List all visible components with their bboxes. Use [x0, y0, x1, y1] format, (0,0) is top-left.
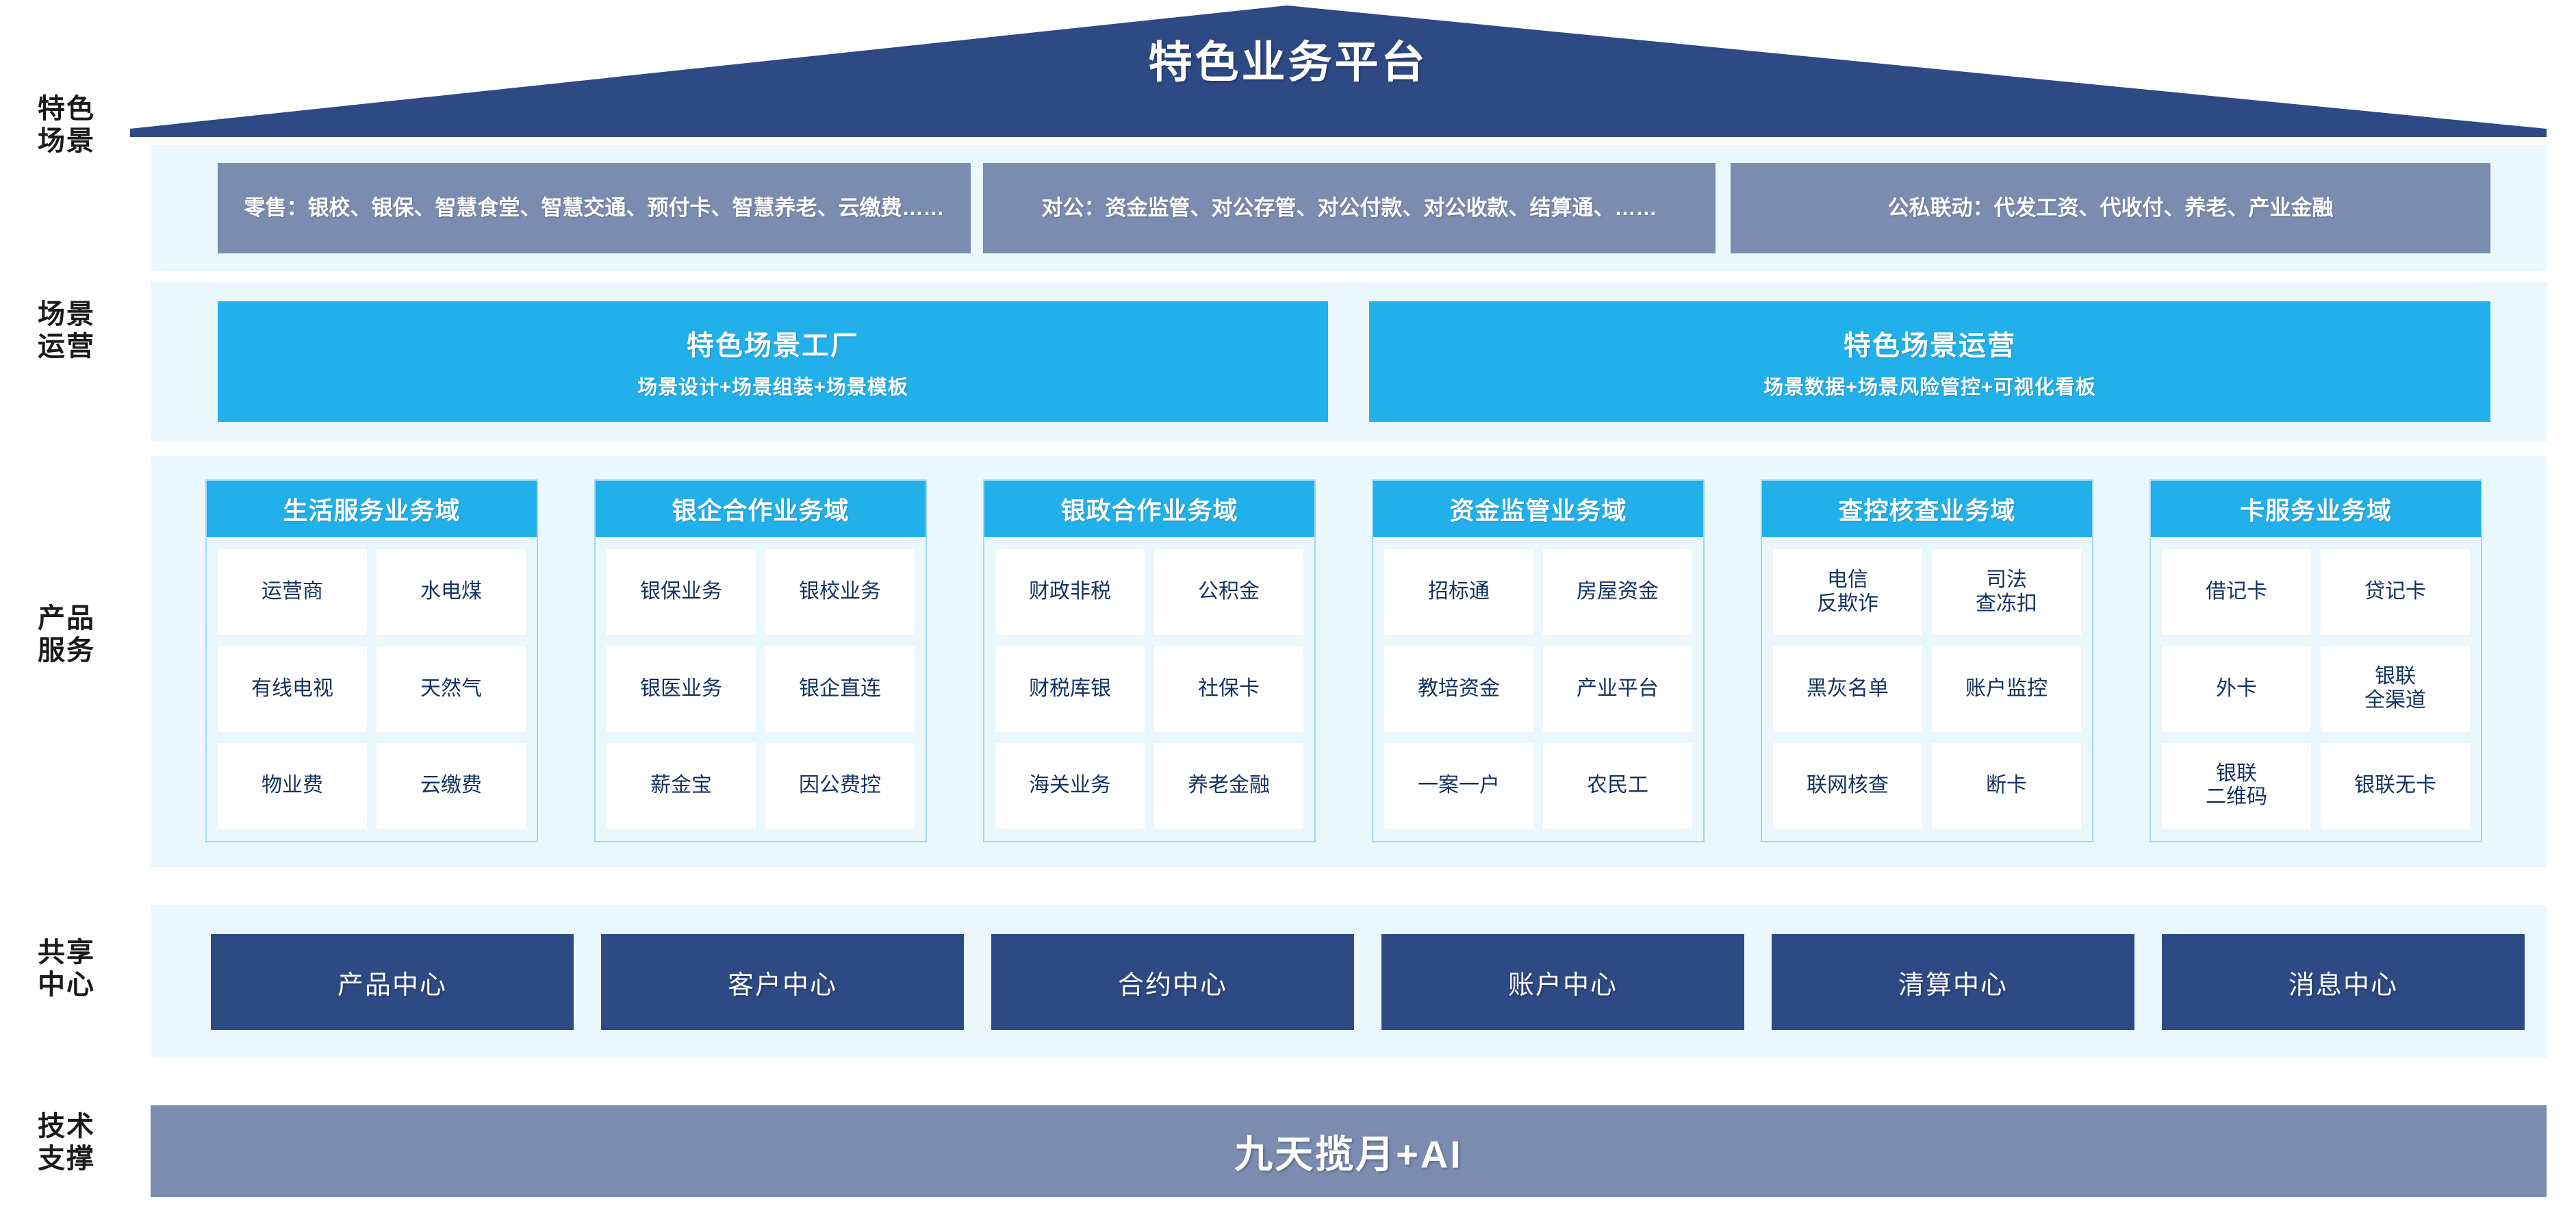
- shared-center-contract[interactable]: 合约中心: [991, 934, 1354, 1030]
- product-cell[interactable]: 银联 全渠道: [2321, 646, 2470, 732]
- product-cell[interactable]: 账户监控: [1932, 646, 2081, 732]
- shared-center-account[interactable]: 账户中心: [1381, 934, 1744, 1030]
- product-cell[interactable]: 银医业务: [607, 646, 756, 732]
- product-cell[interactable]: 因公费控: [765, 742, 915, 829]
- domain-bank-government[interactable]: 银政合作业务域 财政非税 公积金 财税库银 社保卡 海关业务 养老金融: [983, 479, 1316, 842]
- shared-center-clearing[interactable]: 清算中心: [1772, 934, 2134, 1030]
- product-cell[interactable]: 银联无卡: [2321, 742, 2470, 829]
- domain-investigation[interactable]: 查控核查业务域 电信 反欺诈 司法 查冻扣 黑灰名单 账户监控 联网核查 断卡: [1761, 479, 2093, 842]
- product-cell[interactable]: 司法 查冻扣: [1932, 549, 2081, 636]
- product-cell[interactable]: 教培资金: [1384, 646, 1533, 732]
- products-band: [151, 456, 2547, 867]
- shared-center-product[interactable]: 产品中心: [211, 934, 574, 1030]
- shared-center-customer[interactable]: 客户中心: [601, 934, 964, 1030]
- ops-box-scene-factory[interactable]: 特色场景工厂 场景设计+场景组装+场景模板: [218, 301, 1328, 422]
- platform-roof: [0, 0, 2576, 137]
- product-cell[interactable]: 天然气: [377, 646, 526, 732]
- product-cell[interactable]: 银企直连: [765, 646, 915, 732]
- product-cell[interactable]: 一案一户: [1384, 742, 1533, 829]
- domain-bank-government-title: 银政合作业务域: [984, 481, 1314, 537]
- product-cell[interactable]: 运营商: [218, 549, 367, 636]
- product-cell[interactable]: 农民工: [1543, 742, 1692, 829]
- ops-box-scene-operation[interactable]: 特色场景运营 场景数据+场景风险管控+可视化看板: [1369, 301, 2490, 422]
- row-label-tech: 技术 支撑: [38, 1111, 95, 1174]
- domain-life-service[interactable]: 生活服务业务域 运营商 水电煤 有线电视 天然气 物业费 云缴费: [205, 479, 538, 842]
- ops-box-scene-factory-title: 特色场景工厂: [687, 331, 859, 361]
- domain-investigation-title: 查控核查业务域: [1762, 481, 2092, 537]
- shared-center-message[interactable]: 消息中心: [2162, 934, 2525, 1030]
- product-cell[interactable]: 电信 反欺诈: [1773, 549, 1922, 636]
- row-label-scenes: 特色 场景: [38, 94, 95, 157]
- scene-box-linkage[interactable]: 公私联动：代发工资、代收付、养老、产业金融: [1731, 163, 2490, 253]
- row-label-shared: 共享 中心: [38, 938, 95, 1001]
- domain-fund-supervision-title: 资金监管业务域: [1373, 481, 1703, 537]
- product-cell[interactable]: 产业平台: [1543, 646, 1692, 732]
- ops-box-scene-operation-title: 特色场景运营: [1844, 331, 2016, 361]
- product-cell[interactable]: 物业费: [218, 742, 367, 829]
- product-cell[interactable]: 银校业务: [765, 549, 915, 636]
- product-cell[interactable]: 水电煤: [377, 549, 526, 636]
- domain-card-service-grid: 借记卡 贷记卡 外卡 银联 全渠道 银联 二维码 银联无卡: [2151, 537, 2481, 841]
- domain-bank-enterprise-grid: 银保业务 银校业务 银医业务 银企直连 薪金宝 因公费控: [596, 537, 926, 841]
- product-cell[interactable]: 有线电视: [218, 646, 367, 732]
- tech-support-bar[interactable]: 九天揽月+AI: [151, 1105, 2547, 1197]
- scene-box-corporate[interactable]: 对公：资金监管、对公存管、对公付款、对公收款、结算通、……: [983, 163, 1716, 253]
- product-cell[interactable]: 借记卡: [2162, 549, 2311, 636]
- product-cell[interactable]: 联网核查: [1773, 742, 1922, 829]
- product-cell[interactable]: 财税库银: [995, 646, 1145, 732]
- product-cell[interactable]: 贷记卡: [2321, 549, 2470, 636]
- product-cell[interactable]: 银联 二维码: [2162, 742, 2311, 829]
- product-cell[interactable]: 黑灰名单: [1773, 646, 1922, 732]
- row-label-products: 产品 服务: [38, 603, 95, 666]
- domain-bank-enterprise-title: 银企合作业务域: [596, 481, 926, 537]
- domain-card-service[interactable]: 卡服务业务域 借记卡 贷记卡 外卡 银联 全渠道 银联 二维码 银联无卡: [2150, 479, 2482, 842]
- product-cell[interactable]: 社保卡: [1154, 646, 1303, 732]
- product-cell[interactable]: 断卡: [1932, 742, 2081, 829]
- product-cell[interactable]: 养老金融: [1154, 742, 1303, 829]
- product-cell[interactable]: 财政非税: [995, 549, 1145, 636]
- row-label-operations: 场景 运营: [38, 299, 95, 362]
- domain-card-service-title: 卡服务业务域: [2151, 481, 2481, 537]
- scene-box-corporate-text: 对公：资金监管、对公存管、对公付款、对公收款、结算通、……: [1041, 195, 1657, 220]
- domain-bank-enterprise[interactable]: 银企合作业务域 银保业务 银校业务 银医业务 银企直连 薪金宝 因公费控: [594, 479, 927, 842]
- domain-fund-supervision[interactable]: 资金监管业务域 招标通 房屋资金 教培资金 产业平台 一案一户 农民工: [1372, 479, 1705, 842]
- product-cell[interactable]: 海关业务: [995, 742, 1145, 829]
- scene-box-retail[interactable]: 零售：银校、银保、智慧食堂、智慧交通、预付卡、智慧养老、云缴费……: [218, 163, 971, 253]
- product-cell[interactable]: 房屋资金: [1543, 549, 1692, 636]
- domain-bank-government-grid: 财政非税 公积金 财税库银 社保卡 海关业务 养老金融: [984, 537, 1314, 841]
- product-cell[interactable]: 公积金: [1154, 549, 1303, 636]
- product-cell[interactable]: 薪金宝: [607, 742, 756, 829]
- page-title: 特色业务平台: [1148, 38, 1428, 87]
- domain-fund-supervision-grid: 招标通 房屋资金 教培资金 产业平台 一案一户 农民工: [1373, 537, 1703, 841]
- scene-box-retail-text: 零售：银校、银保、智慧食堂、智慧交通、预付卡、智慧养老、云缴费……: [244, 195, 945, 220]
- ops-box-scene-operation-subtitle: 场景数据+场景风险管控+可视化看板: [1763, 377, 2096, 399]
- product-cell[interactable]: 云缴费: [377, 742, 526, 829]
- domain-life-service-title: 生活服务业务域: [207, 481, 537, 537]
- scene-box-linkage-text: 公私联动：代发工资、代收付、养老、产业金融: [1887, 195, 2334, 220]
- product-cell[interactable]: 银保业务: [607, 549, 756, 636]
- ops-box-scene-factory-subtitle: 场景设计+场景组装+场景模板: [637, 377, 908, 399]
- product-cell[interactable]: 招标通: [1384, 549, 1533, 636]
- domain-investigation-grid: 电信 反欺诈 司法 查冻扣 黑灰名单 账户监控 联网核查 断卡: [1762, 537, 2092, 841]
- product-cell[interactable]: 外卡: [2162, 646, 2311, 732]
- domain-life-service-grid: 运营商 水电煤 有线电视 天然气 物业费 云缴费: [207, 537, 537, 841]
